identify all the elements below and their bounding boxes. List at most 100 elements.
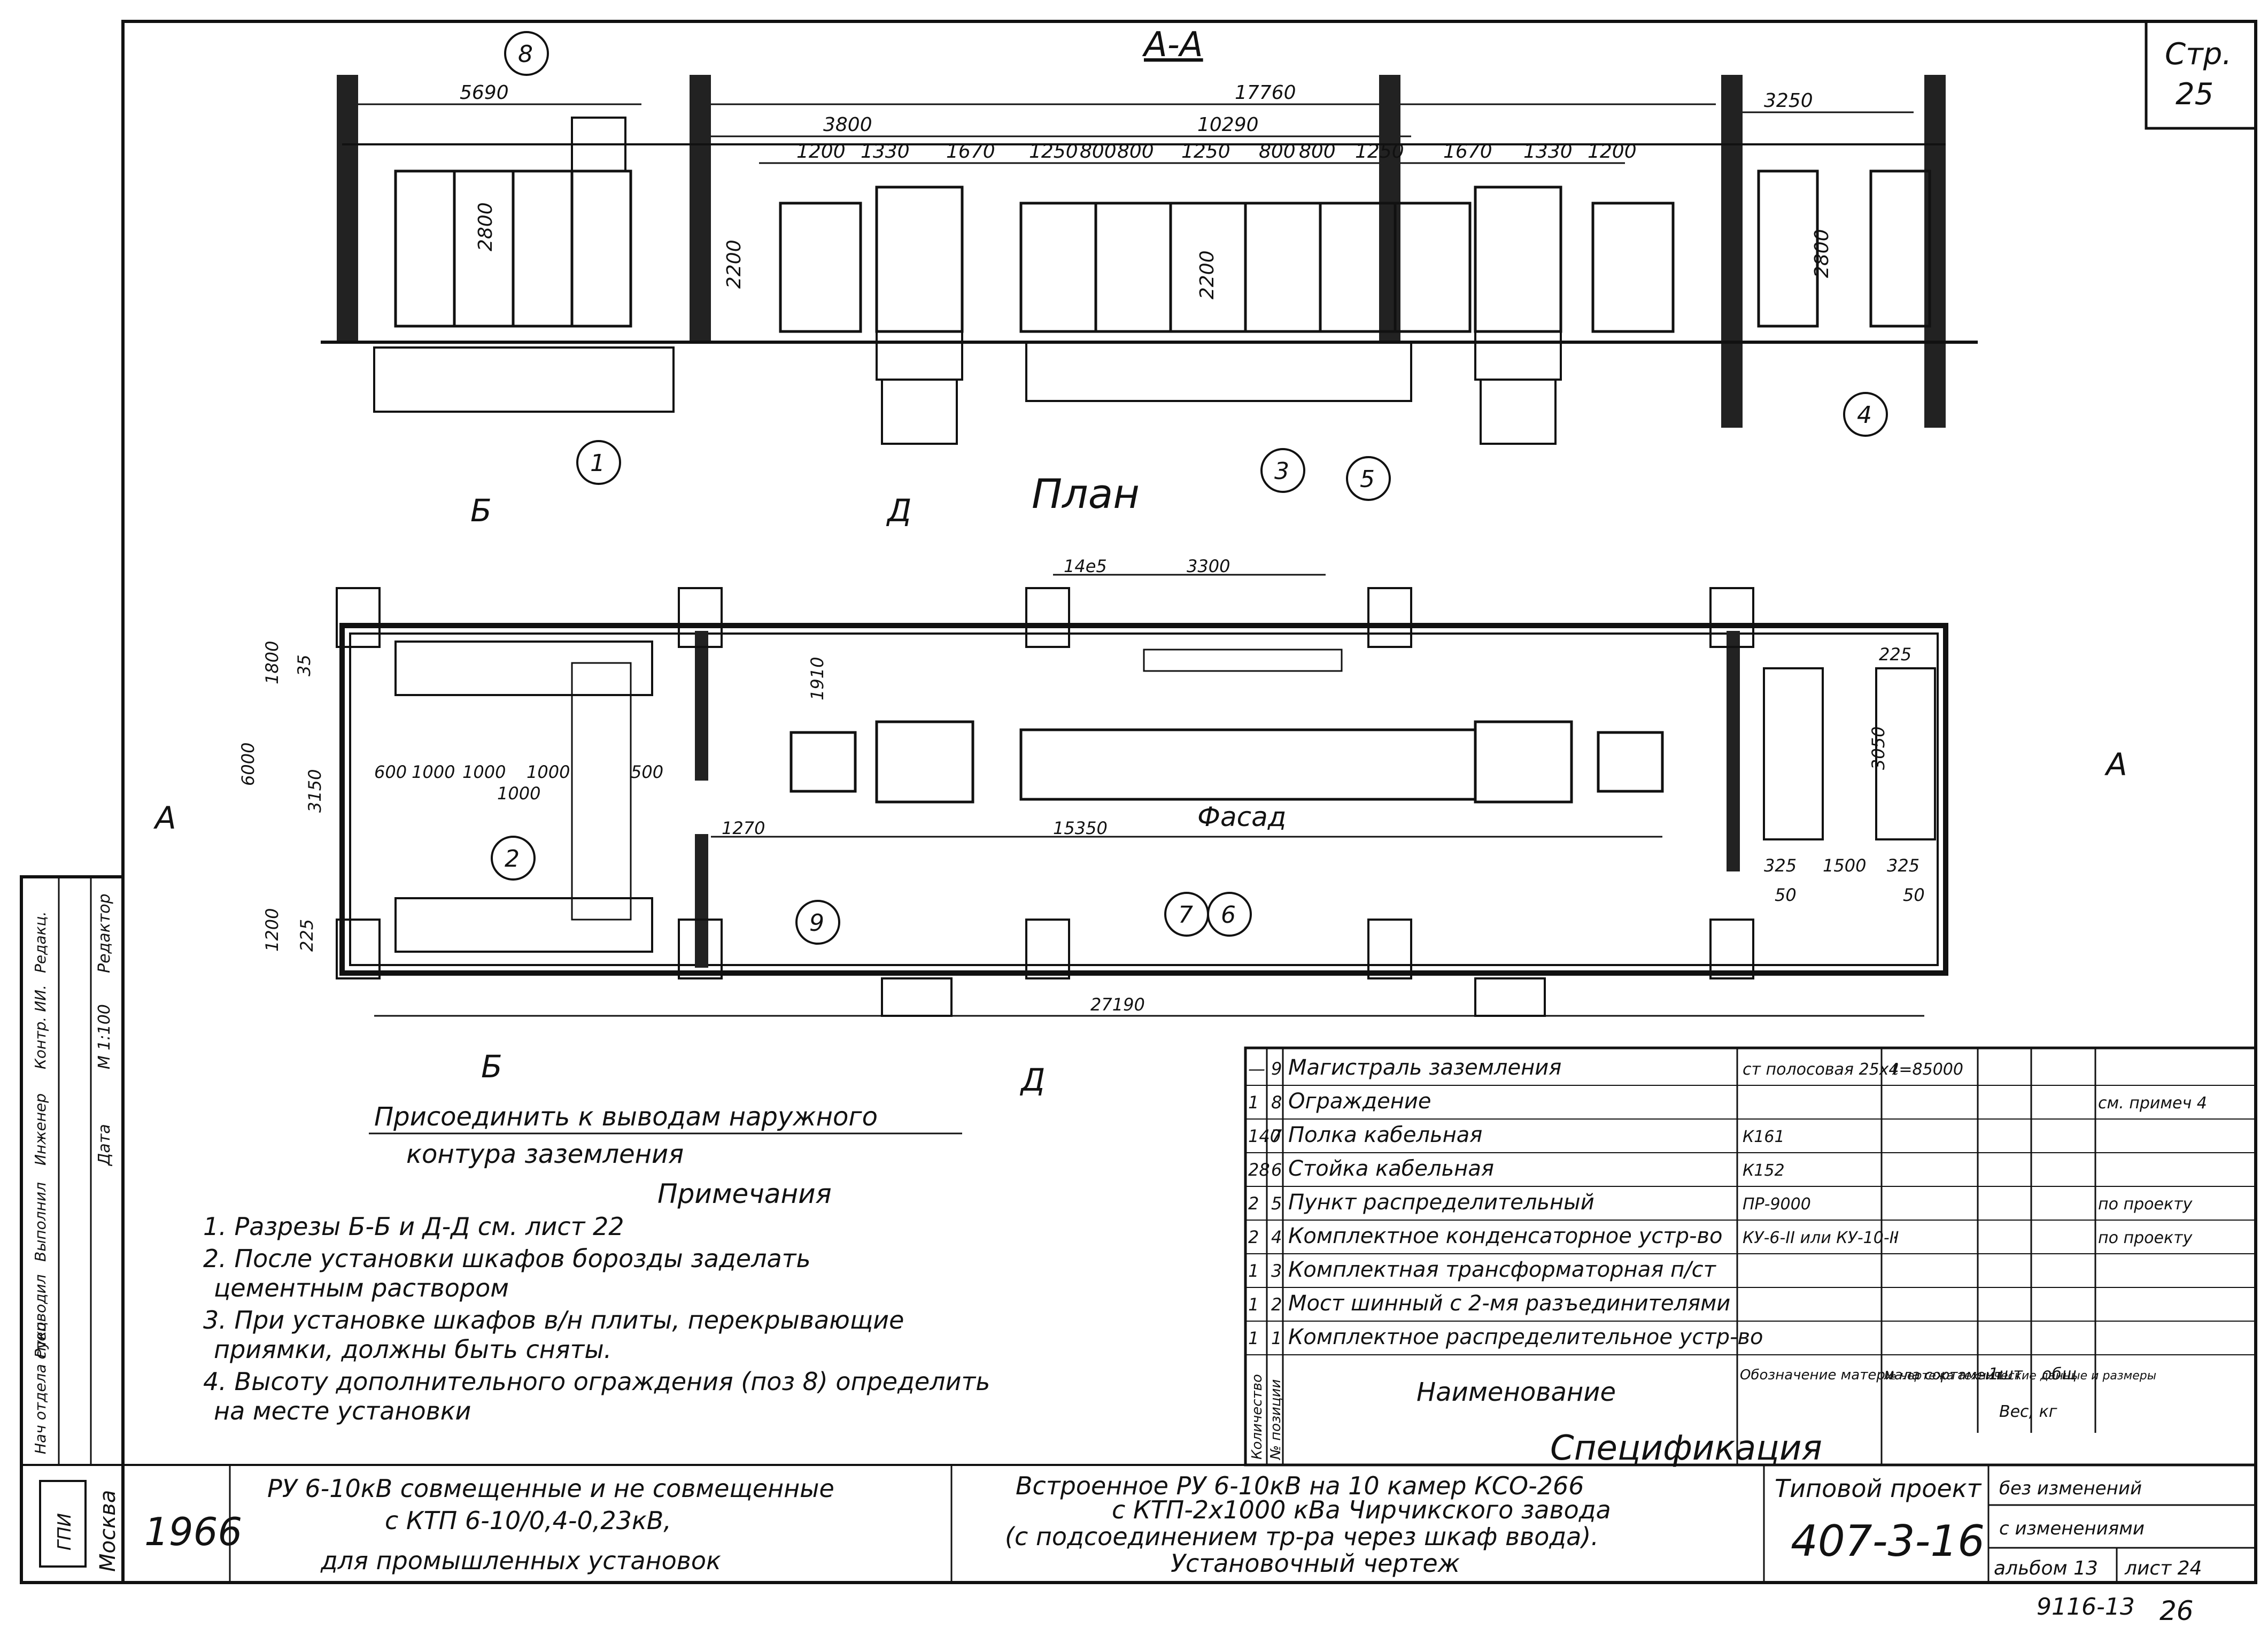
section-dim: 1670 xyxy=(946,141,995,163)
project-number: 407-3-16 xyxy=(1791,1516,1985,1566)
spec-name: Пункт распределительный xyxy=(1288,1190,1594,1215)
spec-pos: 3 xyxy=(1271,1261,1282,1281)
section-dim: 1250 xyxy=(1029,141,1078,163)
section-dim: 1250 xyxy=(1355,141,1404,163)
section-dim: 2200 xyxy=(1196,250,1218,299)
section-callout: 5 xyxy=(1360,466,1375,493)
spec-doc: ℓ=85000 xyxy=(1892,1060,1963,1079)
logo-text: ГПИ xyxy=(54,1513,75,1550)
note-line-2: 2. После установки шкафов борозды задела… xyxy=(203,1244,811,1273)
section-dim: 800 xyxy=(1117,141,1154,163)
side-role: Контр. ИИ. xyxy=(32,985,49,1069)
ground-note-line-2: контура заземления xyxy=(406,1139,684,1169)
spec-pos: 8 xyxy=(1271,1092,1282,1113)
title-block: 1966 РУ 6-10кВ совмещенные и не совмещен… xyxy=(20,875,2256,1626)
section-dim: 5690 xyxy=(460,82,509,104)
plan-dim: 1000 xyxy=(412,762,455,782)
note-line-7: на месте установки xyxy=(214,1396,471,1425)
section-mark: Б xyxy=(470,492,492,529)
spec-note: см. примеч 4 xyxy=(2098,1094,2207,1113)
plan-dim: 27190 xyxy=(1090,994,1145,1015)
section-dim: 1200 xyxy=(796,141,846,163)
spec-header-w1: 1шт xyxy=(1988,1365,2024,1384)
section-callout: 3 xyxy=(1274,458,1289,485)
section-callout: 1 xyxy=(590,450,605,477)
side-role: Нач отдела спец xyxy=(32,1322,49,1454)
side-role: Инженер xyxy=(32,1093,49,1166)
plan-dim: 50 xyxy=(1903,885,1925,905)
spec-table: Спецификация Наименование xyxy=(1244,1046,2257,1468)
spec-header-w2: общ xyxy=(2042,1365,2077,1384)
side-extra: Редактор xyxy=(95,893,114,973)
plan-dim: 1910 xyxy=(807,657,827,700)
spec-header-name: Наименование xyxy=(1416,1377,1616,1407)
spec-pos: 6 xyxy=(1271,1160,1282,1180)
title1-line2: с КТП 6-10/0,4-0,23кВ, xyxy=(385,1506,671,1535)
plan-dim: 6000 xyxy=(238,743,258,786)
spec-header-weight: Вес, кг xyxy=(1999,1402,2057,1421)
section-dim: 1330 xyxy=(861,141,910,163)
section-a-a: А-А xyxy=(321,25,1978,445)
spec-qty: 140 xyxy=(1248,1126,1281,1146)
title2-line1: Встроенное РУ 6-10кВ на 10 камер КСО-266 xyxy=(1016,1471,1584,1500)
plan-dim: 1800 xyxy=(262,641,282,684)
facade-label: Фасад xyxy=(1197,801,1286,832)
spec-name: Полка кабельная xyxy=(1288,1123,1482,1147)
ground-note-line-1: Присоединить к выводам наружного xyxy=(374,1102,878,1132)
section-dim: 1670 xyxy=(1443,141,1492,163)
notes-title: Примечания xyxy=(657,1178,832,1209)
section-dim: 2200 xyxy=(723,240,745,289)
plan-callout-circle xyxy=(1207,892,1252,937)
spec-pos: 7 xyxy=(1271,1126,1282,1146)
spec-qty: 1 xyxy=(1248,1328,1259,1348)
plan-dim: 14e5 xyxy=(1064,556,1107,576)
page-stamp-label: Стр. xyxy=(2165,37,2232,72)
plan-dim: 225 xyxy=(1879,644,1911,665)
section-dim: 800 xyxy=(1080,141,1117,163)
spec-mark: К161 xyxy=(1743,1128,1785,1146)
spec-note: по проекту xyxy=(2098,1195,2193,1214)
plan-dim: 3050 xyxy=(1868,727,1888,770)
note-line-4: 3. При установке шкафов в/н плиты, перек… xyxy=(203,1306,904,1334)
spec-name: Комплектное конденсаторное устр-во xyxy=(1288,1224,1722,1248)
section-title: А-А xyxy=(1142,25,1203,65)
side-role: Выполнил xyxy=(32,1182,49,1262)
title1-line3: для промышленных установок xyxy=(320,1546,721,1575)
spec-qty: 2 xyxy=(1248,1193,1259,1214)
section-mark: Д xyxy=(886,492,911,529)
notes-block: Примечания 1. Разрезы Б-Б и Д-Д см. лист… xyxy=(203,1178,990,1425)
spec-header-mark: Обозначение материала сортамент xyxy=(1740,1367,2003,1383)
spec-mark: КУ-6-II или КУ-10-II xyxy=(1743,1229,1899,1247)
plan-dim: 500 xyxy=(631,762,663,782)
spec-pos: 4 xyxy=(1271,1227,1282,1247)
spec-name: Комплектное распределительное устр-во xyxy=(1288,1325,1763,1349)
changes-2: с изменениями xyxy=(1999,1518,2145,1539)
section-callout-circle xyxy=(504,31,549,76)
spec-mark: ст полосовая 25х4 xyxy=(1743,1060,1899,1079)
plan-dim: 325 xyxy=(1764,855,1797,876)
section-mark: Д xyxy=(1019,1062,1045,1098)
plan-dim: 325 xyxy=(1887,855,1919,876)
spec-name: Мост шинный с 2-мя разъединителями xyxy=(1288,1291,1730,1316)
section-dim: 800 xyxy=(1259,141,1296,163)
plan-callout: 9 xyxy=(809,909,824,937)
section-callout: 4 xyxy=(1857,402,1872,429)
side-extra: Дата xyxy=(95,1124,114,1167)
plan-title: План xyxy=(1032,470,1140,518)
plan-callout: 7 xyxy=(1178,901,1193,929)
spec-pos: 2 xyxy=(1271,1294,1282,1315)
spec-qty: 1 xyxy=(1248,1261,1259,1281)
plan-dim: 35 xyxy=(294,654,314,676)
spec-qty: 1 xyxy=(1248,1092,1259,1113)
spec-header-pos: № позиции xyxy=(1268,1379,1284,1461)
plan-dim: 3150 xyxy=(305,769,325,813)
note-line-5: приямки, должны быть сняты. xyxy=(214,1335,611,1364)
spec-title: Спецификация xyxy=(1550,1429,1822,1468)
title2-line2: с КТП-2х1000 кВа Чирчикского завода xyxy=(1112,1495,1611,1524)
bottom-code-2: 26 xyxy=(2159,1595,2194,1626)
bottom-code-1: 9116-13 xyxy=(2037,1593,2135,1621)
title2-line4: Установочный чертеж xyxy=(1171,1549,1460,1578)
plan-dim: 600 xyxy=(374,762,407,782)
plan-view: План xyxy=(336,470,1948,1017)
